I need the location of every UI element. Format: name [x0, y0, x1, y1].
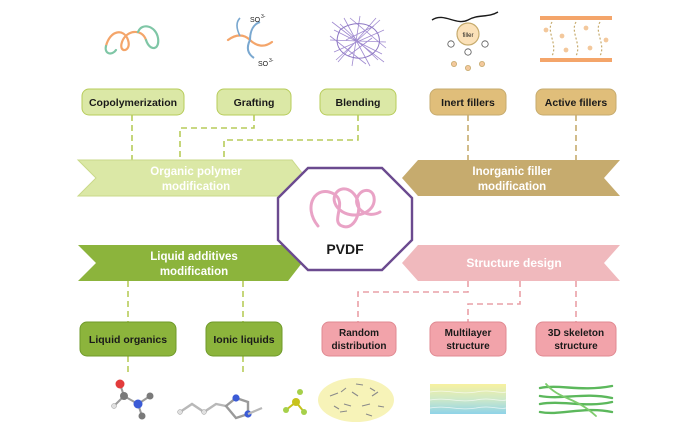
so3-bottom-label: SO — [258, 61, 269, 68]
multilayer-line1: Multilayer — [445, 328, 492, 339]
grafting-illustration: SO 3- SO 3- — [226, 14, 274, 68]
skeleton-3d-line2: structure — [554, 341, 598, 352]
pvdf-label: PVDF — [326, 241, 364, 257]
inert-filler-illustration: filler — [431, 11, 499, 72]
active-filler-illustration — [540, 16, 612, 62]
so3-top-label: SO — [250, 17, 261, 24]
multilayer-line2: structure — [446, 341, 490, 352]
copolymer-chain-icon — [104, 25, 160, 55]
connector-lines — [127, 115, 577, 372]
structure-design-label: Structure design — [466, 256, 561, 270]
pvdf-octagon — [276, 166, 414, 272]
active-fillers-label: Active fillers — [545, 97, 608, 109]
connector-multilayer — [467, 281, 521, 322]
ionic-liquids-label: Ionic liquids — [213, 334, 274, 346]
ionic-liquid-molecule-icon — [177, 389, 307, 420]
skeleton-3d-line1: 3D skeleton — [548, 328, 604, 339]
inert-fillers-label: Inert fillers — [441, 97, 495, 109]
arrow-structure-design: Structure design — [402, 245, 620, 281]
organic-polymer-line1: Organic polymer — [150, 166, 242, 178]
box-grafting: Grafting — [216, 88, 292, 116]
liquid-organics-label: Liquid organics — [89, 334, 167, 346]
box-ionic-liquids: Ionic liquids — [205, 321, 283, 357]
pvdf-center: PVDF — [276, 166, 414, 272]
grafting-label: Grafting — [234, 97, 275, 109]
arrow-inorganic-filler: Inorganic filler modification — [402, 160, 620, 196]
box-blending: Blending — [319, 88, 397, 116]
copolymerization-label: Copolymerization — [89, 97, 177, 109]
box-inert-fillers: Inert fillers — [429, 88, 507, 116]
box-random-distribution: Random distribution — [321, 321, 397, 357]
pvdf-chain-icon — [309, 187, 382, 229]
box-copolymerization: Copolymerization — [81, 88, 185, 116]
blending-label: Blending — [336, 97, 381, 109]
liquid-additives-line2: modification — [160, 266, 228, 278]
liquid-additives-line1: Liquid additives — [150, 251, 238, 263]
connector-blending — [223, 115, 359, 160]
blending-tangle-icon — [329, 15, 387, 67]
multilayer-illustration — [429, 384, 507, 414]
box-multilayer-structure: Multilayer structure — [429, 321, 507, 357]
arrow-liquid-additives: Liquid additives modification — [78, 245, 302, 281]
box-active-fillers: Active fillers — [535, 88, 617, 116]
organic-polymer-line2: modification — [162, 181, 230, 193]
3d-skeleton-illustration — [538, 383, 614, 417]
box-liquid-organics: Liquid organics — [79, 321, 177, 357]
random-distribution-line1: Random — [339, 328, 379, 339]
inorganic-filler-line1: Inorganic filler — [472, 166, 552, 178]
so3-top-superscript: 3- — [261, 14, 266, 20]
random-distribution-illustration — [318, 378, 394, 422]
arrow-organic-polymer: Organic polymer modification — [76, 159, 307, 197]
liquid-organic-molecule-icon — [111, 379, 154, 420]
box-3d-skeleton-structure: 3D skeleton structure — [535, 321, 617, 357]
random-distribution-line2: distribution — [332, 341, 387, 352]
filler-label: filler — [462, 33, 473, 39]
so3-bottom-superscript: 3- — [269, 58, 274, 64]
inorganic-filler-line2: modification — [478, 181, 546, 193]
connector-grafting — [179, 115, 255, 160]
connector-random-distribution — [357, 281, 469, 322]
